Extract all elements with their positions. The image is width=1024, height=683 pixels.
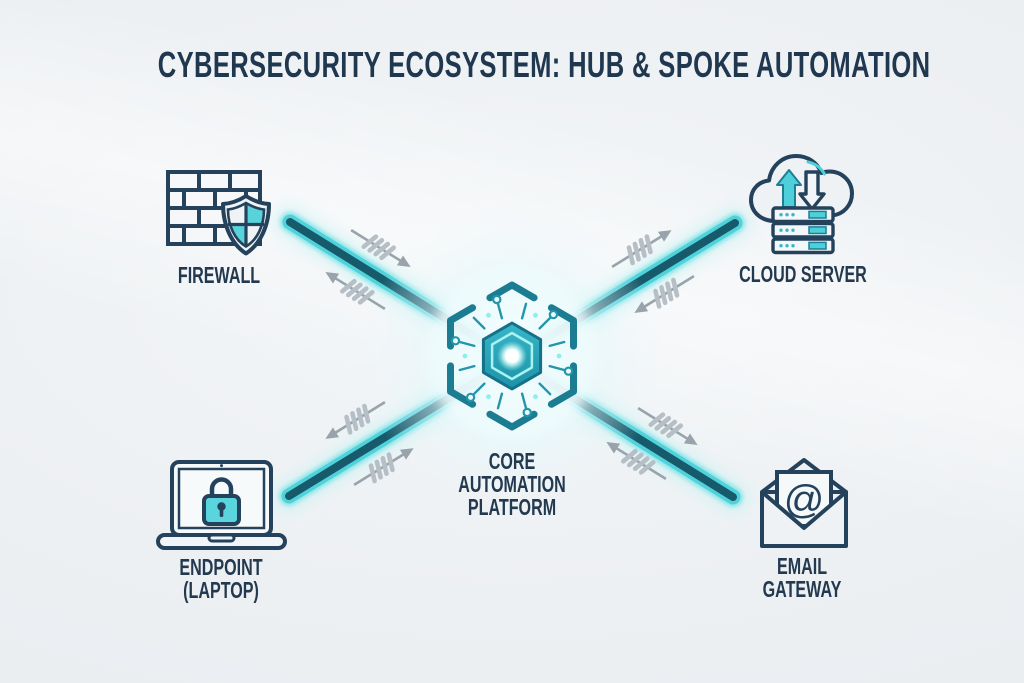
laptop-lock-icon	[156, 460, 287, 550]
cloud-server-icon	[749, 154, 854, 255]
flow-arrow-hub-to-firewall	[325, 272, 386, 311]
envelope-body	[760, 490, 848, 548]
page-title: CYBERSECURITY ECOSYSTEM: HUB & SPOKE AUT…	[157, 44, 931, 85]
hub-chip-icon	[447, 281, 577, 431]
hub-inner-hexagon	[481, 321, 543, 391]
flow-arrow-cloud-to-hub	[634, 275, 695, 313]
hub-circuit-traces	[450, 294, 574, 418]
email-envelope-icon: @	[760, 458, 848, 548]
firewall-brick-shield-icon	[166, 170, 271, 256]
server-rack	[771, 206, 835, 255]
shield-icon	[221, 194, 271, 256]
node-label-firewall: FIREWALL	[177, 262, 261, 288]
node-label-email-gateway: EMAIL GATEWAY	[762, 553, 842, 602]
flow-arrow-hub-to-cloud	[611, 230, 672, 268]
cloud-accent-arc	[806, 160, 826, 176]
download-arrow-icon	[798, 170, 826, 211]
cloud-outline	[749, 154, 854, 223]
flow-arrow-firewall-to-hub	[350, 228, 411, 267]
hub-label: CORE AUTOMATION PLATFORM	[458, 448, 566, 520]
flow-arrow-hub-to-email	[637, 406, 698, 445]
hub-outer-brackets	[447, 281, 577, 431]
node-label-cloud-server: CLOUD SERVER	[739, 261, 867, 287]
padlock-icon	[202, 477, 241, 526]
flow-arrow-hub-to-endpoint	[325, 401, 386, 439]
webcam-dot	[220, 464, 223, 468]
node-label-endpoint: ENDPOINT (LAPTOP)	[179, 554, 263, 603]
